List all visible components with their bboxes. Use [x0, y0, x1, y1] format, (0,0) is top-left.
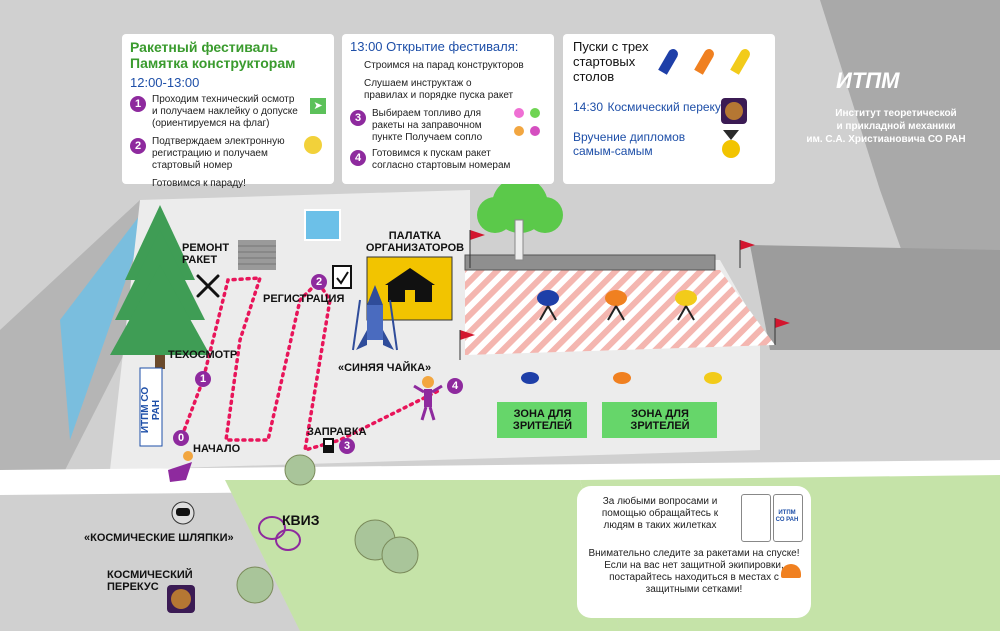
route-path — [180, 276, 442, 453]
quiz-speech-bubble-icon — [258, 516, 301, 551]
spectator-zone-1 — [497, 402, 587, 438]
building-block — [820, 0, 1000, 330]
clipboard-icon — [332, 265, 352, 289]
fuel-pump-icon — [323, 438, 334, 453]
card2-line-1: Строимся на парад конструкторов — [364, 60, 524, 71]
logo-mark: ИТПМ — [836, 68, 900, 93]
cookie-icon — [167, 585, 195, 613]
card-schedule-3: Пуски с трех стартовых столов 14:30 Косм… — [563, 34, 775, 184]
tools-icon — [196, 274, 220, 298]
rockets-icon — [658, 42, 768, 80]
vest-icon: ИТПМ СО РАН — [741, 494, 803, 542]
map-step-4: 4 — [447, 378, 463, 394]
helmet-icon — [171, 501, 195, 525]
map-step-0: 0 — [173, 430, 189, 446]
label-rocket: «СИНЯЯ ЧАЙКА» — [338, 362, 432, 374]
break-text: Космический перекус — [607, 100, 727, 114]
label-quiz: КВИЗ — [282, 512, 320, 528]
lawn — [225, 480, 620, 631]
card1-title-2: Памятка конструкторам — [130, 55, 296, 71]
card1-item-2: Подтверждаем электронную регистрацию и п… — [152, 136, 285, 171]
map-step-1: 1 — [195, 371, 211, 387]
safety-text: Внимательно следите за ракетами на спуск… — [588, 548, 800, 595]
card1-time: 12:00-13:00 — [130, 75, 200, 90]
card2-item-3: Выбираем топливо для ракеты на заправочн… — [372, 108, 483, 143]
rocket-blue-seagull — [352, 285, 398, 351]
label-tent: ПАЛАТКА ОРГАНИЗАТОРОВ — [365, 230, 465, 254]
label-repair: РЕМОНТ РАКЕТ — [182, 242, 230, 266]
diploma-text: Вручение дипломов самым-самым — [573, 130, 686, 158]
label-snack: КОСМИЧЕСКИЙ ПЕРЕКУС — [107, 569, 193, 593]
card1-title-1: Ракетный фестиваль — [130, 39, 278, 55]
send-icon: ➤ — [310, 98, 326, 114]
runner-icon — [168, 451, 193, 482]
label-registration: РЕГИСТРАЦИЯ — [263, 293, 345, 305]
cookie-icon — [721, 98, 747, 124]
vest-text: За любыми вопросами и помощью обращайтес… — [601, 496, 719, 531]
logo-line-1: Институт теоретической — [835, 108, 957, 119]
card-schedule-2: 13:00 Открытие фестиваля: Строимся на па… — [342, 34, 554, 184]
birch-tree — [477, 177, 563, 261]
badge-icon — [304, 136, 322, 154]
step-badge: 2 — [130, 138, 146, 154]
label-building-sign: ИТПМ СО РАН — [140, 386, 162, 434]
card2-title: 13:00 Открытие фестиваля: — [350, 39, 519, 54]
logo-line-2: и прикладной механики — [836, 121, 956, 132]
label-hats: «КОСМИЧЕСКИЕ ШЛЯПКИ» — [84, 532, 234, 544]
institute-logo: ИТПМ Институт теоретической и прикладной… — [786, 60, 986, 160]
map-step-2: 2 — [311, 274, 327, 290]
card1-item-1: Проходим технический осмотр и получаем н… — [152, 94, 298, 129]
launch-pads — [537, 290, 697, 321]
fir-tree — [110, 205, 210, 369]
info-card: За любыми вопросами и помощью обращайтес… — [577, 486, 811, 618]
spectator-zone-2 — [602, 402, 717, 438]
vest-print: ИТПМ СО РАН — [775, 510, 799, 523]
label-zone-2: ЗОНА ДЛЯ ЗРИТЕЛЕЙ — [630, 408, 690, 432]
label-zone-1: ЗОНА ДЛЯ ЗРИТЕЛЕЙ — [512, 408, 573, 432]
launch-title: Пуски с трех стартовых столов — [573, 39, 649, 84]
fuel-flask-icon — [514, 108, 544, 140]
step-badge: 1 — [130, 96, 146, 112]
card-schedule-1: Ракетный фестиваль Памятка конструкторам… — [122, 34, 334, 189]
launch-buttons — [521, 372, 722, 384]
label-start: НАЧАЛО — [193, 443, 241, 455]
card2-line-2: Слушаем инструктаж о правилах и порядке … — [364, 78, 514, 101]
label-inspection: ТЕХОСМОТР — [168, 349, 238, 361]
person-icon — [413, 376, 443, 421]
card2-item-4: Готовимся к пускам ракет согласно старто… — [372, 148, 511, 171]
step-badge: 4 — [350, 150, 366, 166]
side-building — [750, 245, 1000, 350]
card1-item-3: Готовимся к параду! — [152, 178, 246, 189]
break-time: 14:30 — [573, 100, 604, 114]
hardhat-icon — [781, 564, 801, 578]
medal-icon — [721, 130, 741, 160]
map-step-3: 3 — [339, 438, 355, 454]
step-badge: 3 — [350, 110, 366, 126]
logo-line-3: им. С.А. Христиановича СО РАН — [806, 134, 966, 145]
label-fuel: ЗАПРАВКА — [307, 426, 367, 438]
